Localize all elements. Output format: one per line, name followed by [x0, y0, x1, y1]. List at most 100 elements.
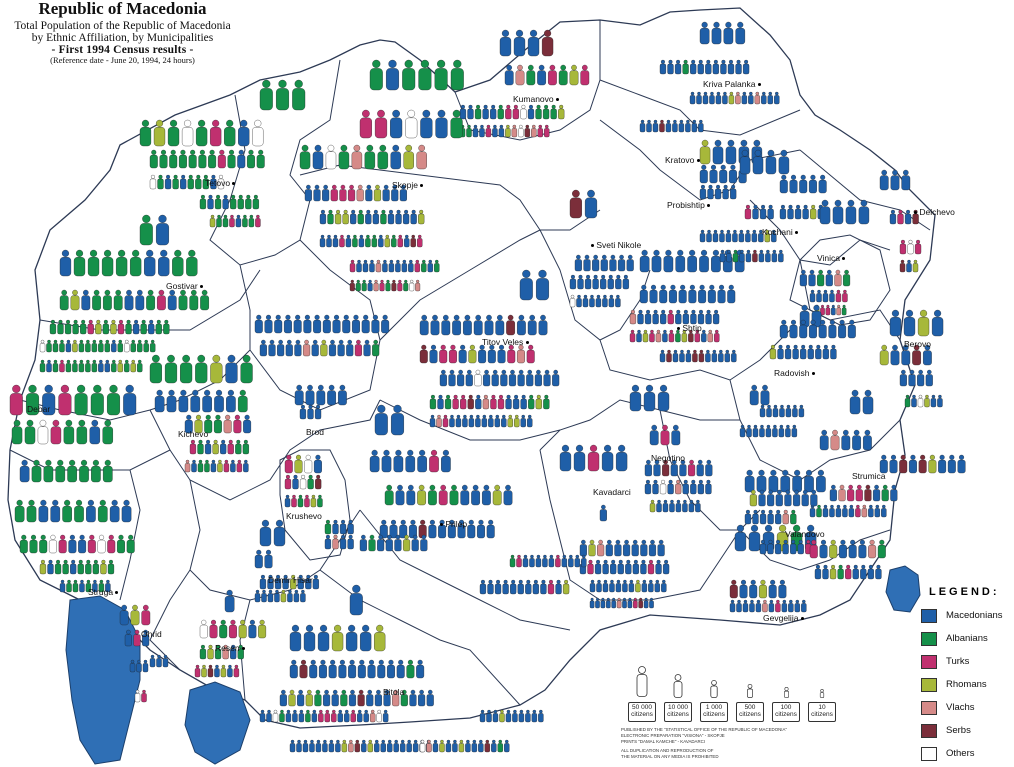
person-figure	[49, 319, 57, 335]
person-figure	[299, 404, 307, 420]
person-figure	[149, 654, 156, 668]
person-figure	[397, 279, 403, 292]
person-figure	[149, 354, 162, 384]
person-figure	[429, 394, 437, 410]
person-figure	[296, 739, 302, 753]
person-figure	[74, 499, 84, 523]
person-figure	[535, 394, 542, 410]
person-figure	[339, 234, 345, 248]
person-figure	[688, 459, 696, 477]
person-figure	[458, 739, 465, 753]
person-figure	[129, 659, 136, 673]
person-figure	[508, 369, 517, 387]
label-strumica: Strumica	[852, 471, 886, 481]
person-figure	[297, 689, 305, 707]
person-figure	[390, 144, 401, 170]
person-figure	[635, 579, 641, 593]
person-figure	[727, 59, 735, 75]
person-figure	[267, 574, 274, 590]
person-figure	[828, 319, 837, 339]
person-figure	[277, 339, 285, 357]
legend-swatch	[921, 723, 937, 738]
person-figure	[649, 284, 658, 304]
person-figure	[305, 574, 312, 590]
person-figure	[768, 599, 775, 613]
person-figure	[555, 554, 561, 568]
person-figure	[85, 359, 91, 373]
person-figure	[705, 59, 712, 75]
person-figure	[756, 469, 767, 493]
person-figure	[305, 709, 311, 723]
person-figure	[276, 79, 289, 111]
map-title: Republic of Macedonia Total Population o…	[0, 0, 245, 65]
person-figure	[313, 454, 322, 474]
person-figure	[847, 484, 855, 502]
person-figure	[307, 404, 314, 420]
person-figure	[467, 394, 474, 410]
person-figure	[749, 384, 759, 406]
person-figure	[517, 369, 525, 387]
person-figure	[89, 419, 101, 445]
person-figure	[689, 91, 696, 105]
person-figure	[678, 284, 687, 304]
person-figure	[705, 309, 712, 325]
person-figure	[709, 164, 718, 184]
person-figure	[72, 339, 78, 353]
person-figure	[569, 294, 576, 308]
person-figure	[712, 59, 719, 75]
person-figure	[393, 739, 399, 753]
person-figure	[159, 149, 168, 169]
person-figure	[734, 524, 747, 552]
person-figure	[785, 404, 792, 418]
person-figure	[818, 319, 827, 339]
person-figure	[517, 344, 525, 364]
person-figure	[466, 124, 472, 138]
person-figure	[482, 394, 489, 410]
person-figure	[657, 384, 670, 412]
person-figure	[652, 309, 659, 325]
person-figure	[102, 459, 113, 483]
person-figure	[829, 564, 837, 580]
person-figure	[520, 414, 526, 428]
person-figure	[520, 394, 527, 410]
person-figure	[264, 314, 273, 334]
label-brod: Brod	[306, 427, 324, 437]
person-figure	[283, 314, 292, 334]
person-figure	[511, 124, 518, 138]
credits: PUBLISHED BY THE "STATISTICAL OFFICE OF …	[621, 727, 788, 759]
person-figure	[558, 104, 565, 120]
person-figure	[754, 91, 761, 105]
person-figure	[365, 209, 372, 225]
person-figure	[659, 349, 666, 363]
person-figure	[675, 309, 682, 325]
person-figure	[19, 534, 28, 554]
person-figure	[210, 354, 223, 384]
person-figure	[842, 504, 848, 518]
person-figure	[644, 309, 652, 325]
person-figure	[124, 629, 132, 647]
person-figure	[210, 119, 222, 147]
person-figure	[498, 124, 505, 138]
person-figure	[766, 404, 772, 418]
person-figure	[735, 21, 746, 45]
person-figure	[219, 619, 228, 639]
person-figure	[369, 259, 375, 273]
person-figure	[601, 444, 614, 472]
person-figure	[889, 454, 898, 474]
person-figure	[373, 184, 382, 202]
person-figure	[714, 184, 722, 200]
person-figure	[782, 509, 789, 525]
person-figure	[348, 659, 357, 679]
person-figure	[92, 579, 98, 593]
person-figure	[468, 414, 475, 428]
person-figure	[672, 349, 679, 363]
person-figure	[429, 449, 439, 473]
person-figure	[449, 484, 459, 506]
person-figure	[225, 354, 238, 384]
person-figure	[696, 459, 704, 477]
person-figure	[830, 344, 837, 360]
person-figure	[380, 739, 386, 753]
person-figure	[755, 599, 762, 613]
person-figure	[316, 384, 326, 406]
person-figure	[293, 314, 302, 334]
